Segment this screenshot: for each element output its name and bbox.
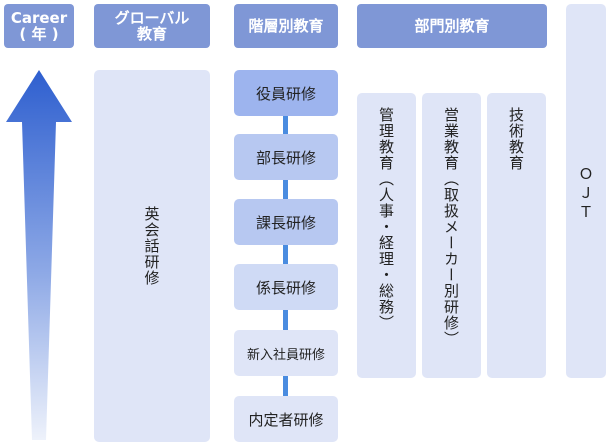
- ojt-column: ＯＪＴ: [566, 4, 606, 378]
- management-education-column: 管理教育（人事・経理・総務）: [357, 93, 416, 378]
- global-education-column: 英会話研修: [94, 70, 210, 442]
- management-education-label: 管理教育（人事・経理・総務）: [377, 107, 395, 331]
- career-arrow-icon: [6, 70, 72, 440]
- career-header: Career ( 年 ): [4, 4, 74, 48]
- global-header-line2: 教育: [136, 25, 167, 43]
- career-header-line1: Career: [10, 9, 68, 27]
- sales-education-label: 営業教育（取扱メーカー別研修）: [442, 107, 460, 347]
- section-manager-training: 課長研修: [234, 199, 338, 245]
- global-header-line1: グローバル: [114, 9, 190, 27]
- technical-education-label: 技術教育: [507, 107, 525, 171]
- chief-training: 係長研修: [234, 264, 338, 310]
- global-education-header: グローバル 教育: [94, 4, 210, 48]
- department-manager-training: 部長研修: [234, 134, 338, 180]
- technical-education-column: 技術教育: [487, 93, 546, 378]
- prospective-employee-training: 内定者研修: [234, 396, 338, 442]
- hierarchical-education-header: 階層別教育: [234, 4, 338, 48]
- english-conversation-training: 英会話研修: [142, 206, 161, 286]
- hierarchy-connector-line: [283, 112, 288, 402]
- department-education-header: 部門別教育: [357, 4, 547, 48]
- sales-education-column: 営業教育（取扱メーカー別研修）: [422, 93, 481, 378]
- executive-training: 役員研修: [234, 70, 338, 116]
- career-header-line2: ( 年 ): [19, 25, 59, 43]
- new-employee-training: 新入社員研修: [234, 330, 338, 376]
- ojt-label: ＯＪＴ: [576, 166, 595, 223]
